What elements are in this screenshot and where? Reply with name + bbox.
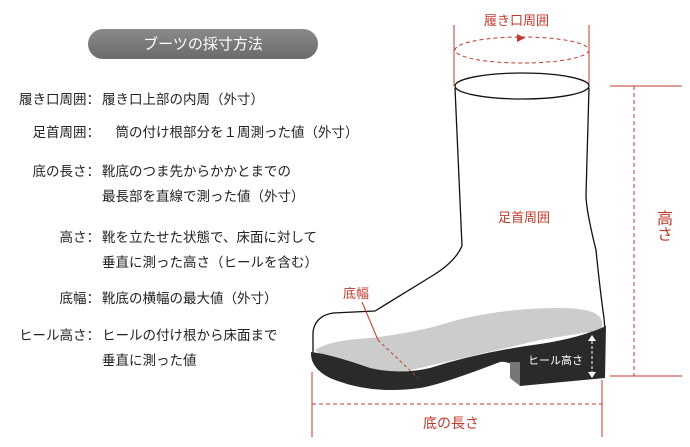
item-desc: 靴底のつま先からかかとまでの (102, 164, 291, 180)
item-label: 足首周囲： (32, 125, 101, 141)
boot-opening (454, 72, 590, 100)
item-label: 底幅： (59, 291, 101, 307)
item-label: 底の長さ： (32, 164, 101, 180)
label-height: 高さ (654, 210, 673, 242)
opening-circumference-ellipse (454, 36, 590, 64)
item-label: 履き口周囲： (19, 92, 100, 108)
width-pointer-line (361, 301, 379, 341)
item-desc: 靴底の横幅の最大値（外寸） (102, 291, 278, 307)
item-desc: 筒の付け根部分を１周測った値（外寸） (102, 125, 359, 141)
item-desc: 履き口上部の内周（外寸） (102, 92, 264, 108)
item-desc: ヒールの付け根から床面まで (102, 328, 278, 344)
outsole (310, 326, 606, 391)
label-heel-height: ヒール高さ (528, 354, 583, 367)
heel-side (510, 362, 520, 386)
label-length: 底の長さ (423, 416, 479, 432)
insole (315, 308, 602, 375)
arrow-icon (517, 34, 525, 42)
item-desc: 垂直に測った高さ（ヒールを含む） (102, 255, 318, 271)
title-pill: ブーツの採寸方法 (88, 29, 318, 59)
item-desc: 垂直に測った値 (102, 353, 197, 369)
item-desc: 靴を立たせた状態で、床面に対して (102, 230, 318, 246)
label-opening: 履き口周囲 (484, 14, 550, 29)
item-desc: 最長部を直線で測った値（外寸） (102, 189, 305, 205)
item-label: ヒール高さ： (19, 328, 100, 344)
item-label: 高さ： (59, 230, 101, 246)
label-ankle: 足首周囲 (498, 211, 551, 226)
label-width: 底幅 (343, 287, 370, 302)
